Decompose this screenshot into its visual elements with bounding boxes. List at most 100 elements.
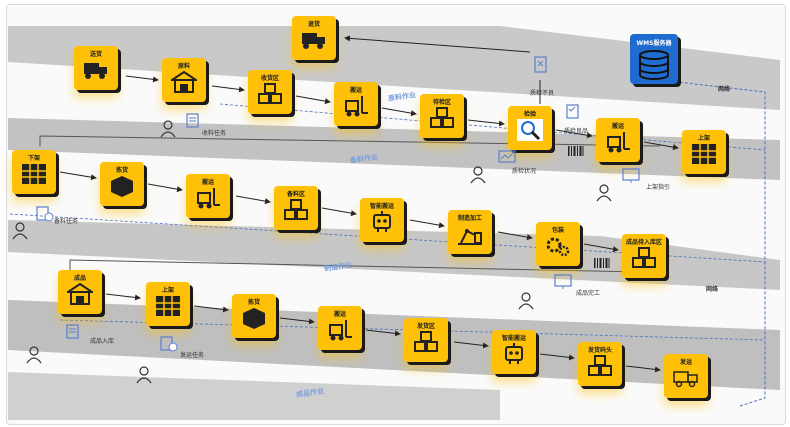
wms-server: WMS服务器 [630, 34, 678, 84]
node-smart-transport-1-label: 智能搬运 [369, 203, 394, 210]
boxes-icon [430, 107, 454, 128]
node-manufacturing: 制造加工 [448, 210, 492, 254]
node-fg-pending: 成品待入库区 [622, 234, 666, 278]
node-unshelve-label: 下架 [27, 155, 40, 162]
network-line [659, 79, 766, 407]
node-smart-transport-1: 智能搬运 [360, 198, 404, 242]
node-staging-area-label: 备料区 [286, 191, 305, 198]
arrow-r2-4 [321, 207, 357, 217]
arrow-r1-7 [643, 141, 679, 151]
boxes-icon [588, 355, 612, 376]
node-ship: 发运 [664, 354, 708, 398]
node-transport-1: 搬运 [334, 82, 378, 126]
band-5 [8, 372, 500, 420]
node-transport-4-label: 搬运 [333, 311, 346, 318]
node-inspect-pending-label: 待检区 [432, 99, 451, 106]
box-icon [243, 308, 265, 329]
arrow-r2-6 [497, 231, 533, 241]
monitor-icon [554, 274, 572, 289]
arrow-r3-1 [105, 293, 141, 301]
arrow-r1-1 [125, 75, 159, 83]
barcode-icon [594, 258, 610, 268]
node-transport-4: 搬运 [318, 306, 362, 350]
arrow-r1-4 [381, 107, 417, 117]
arrow-r1-6 [555, 129, 593, 139]
node-transport-2: 搬运 [596, 118, 640, 162]
node-receiving-area: 收货区 [248, 70, 292, 114]
arrow-r3-7 [625, 365, 661, 373]
node-receiving-area-label: 收货区 [260, 75, 279, 82]
ann-qc-bad: 质检不良 [530, 90, 555, 97]
node-transport-3-label: 搬运 [201, 179, 214, 186]
arrow-r3-6 [539, 353, 575, 361]
boxes-icon [258, 83, 282, 104]
node-deliver: 送货 [74, 46, 118, 90]
person-icon [12, 222, 28, 240]
forklift-icon [607, 132, 630, 153]
arrow-r3-3 [279, 317, 315, 325]
node-shipping-dock: 发货码头 [578, 342, 622, 386]
arrow-r2-7 [583, 243, 619, 253]
boxes-icon [632, 247, 656, 268]
arrow-r3-2 [193, 305, 229, 313]
document-edit-icon [66, 324, 79, 339]
warehouse-icon [171, 71, 197, 93]
network-line-row1 [219, 103, 766, 151]
arrow-r1-2 [211, 85, 245, 93]
arrow-r2-3 [235, 195, 271, 205]
person-icon [160, 120, 176, 138]
node-transport-3: 搬运 [186, 174, 230, 218]
clipboard-icon [186, 113, 199, 128]
node-transport-1-label: 搬运 [349, 87, 362, 94]
node-pick-2: 拣货 [232, 294, 276, 338]
node-return: 退货 [292, 16, 336, 60]
document-x-icon [534, 56, 547, 73]
node-finished-goods: 成品 [58, 270, 102, 314]
warehouse-icon [67, 283, 93, 305]
gears-icon [546, 237, 570, 257]
monitor-chart-icon [498, 150, 516, 163]
node-inspection: 检验 [508, 106, 552, 150]
node-fg-pending-label: 成品待入库区 [625, 239, 662, 246]
clipboard-clock-icon [36, 206, 54, 222]
shelf-grid-icon [156, 296, 180, 316]
robot-arm-icon [458, 229, 482, 245]
forklift-icon [345, 96, 368, 117]
network-label-2: 网络 [706, 286, 719, 293]
truck-outline-icon [673, 371, 698, 388]
shelf-grid-icon [692, 144, 716, 164]
boxes-icon [284, 199, 308, 220]
ann-qc-status: 质检状况 [512, 168, 537, 175]
person-icon [136, 366, 152, 384]
network-label-1: 网络 [718, 86, 731, 93]
node-staging-area: 备料区 [274, 186, 318, 230]
node-shelve-2-label: 上架 [161, 287, 174, 294]
node-shelve-1: 上架 [682, 130, 726, 174]
arrow-r2-2 [147, 183, 183, 193]
node-deliver-label: 送货 [89, 51, 102, 58]
node-shipping-dock-label: 发货码头 [587, 347, 612, 354]
box-icon [111, 176, 133, 197]
node-raw-material: 原料 [162, 58, 206, 102]
ann-fg-inbound: 成品入库 [90, 338, 115, 345]
ann-staging-task: 备料任务 [54, 218, 79, 225]
clipboard-clock-icon [160, 336, 178, 352]
node-shelve-2: 上架 [146, 282, 190, 326]
node-pick-1-label: 拣货 [115, 167, 128, 174]
person-icon [596, 184, 612, 202]
node-manufacturing-label: 制造加工 [457, 215, 482, 222]
ann-receiving-task: 收料任务 [202, 130, 227, 137]
arrow-r3-5 [453, 341, 489, 349]
ann-fg-complete: 成品完工 [576, 290, 601, 297]
ann-ship-task: 发运任务 [180, 352, 205, 359]
arrow-r3-4 [365, 329, 401, 337]
truck-icon [302, 33, 325, 49]
node-packaging-label: 包装 [551, 227, 564, 234]
return-arrow [344, 35, 531, 53]
arrow-r1-5 [467, 119, 505, 127]
ann-shelve-guide: 上架指引 [646, 184, 671, 191]
band-1 [8, 26, 780, 110]
node-return-label: 退货 [307, 21, 320, 28]
node-smart-transport-2-label: 智能搬运 [501, 335, 526, 342]
